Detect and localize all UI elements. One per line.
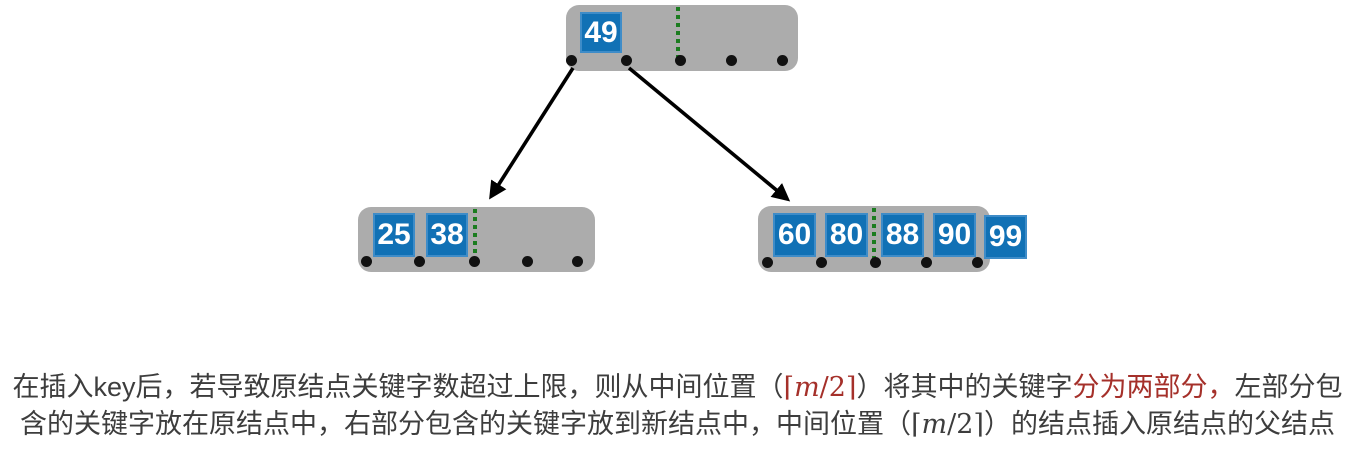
child-pointer-dot — [675, 55, 686, 66]
key-box: 49 — [580, 12, 622, 53]
child-pointer-dot — [414, 256, 425, 267]
key-box-overflow: 99 — [984, 215, 1027, 259]
btree-parent-node: 49 — [566, 5, 798, 71]
key-box: 25 — [373, 213, 415, 257]
arrow-to-right-child — [627, 66, 791, 202]
caption-segment: 在插入key后，若导致原结点关键字数超过上限，则从中间位置（ — [12, 372, 784, 402]
key-box: 88 — [881, 213, 924, 257]
caption-segment: ⌈ — [783, 372, 795, 403]
caption-segment: m — [921, 409, 948, 440]
child-pointer-dot — [921, 257, 932, 268]
split-divider-dotted-line — [872, 208, 876, 261]
arrow-to-left-child — [489, 67, 575, 200]
child-pointer-dot — [469, 256, 480, 267]
btree-left-child-node: 25 38 — [358, 207, 595, 272]
caption-segment: ）的结点插入原结点的父结点 — [983, 409, 1335, 439]
key-box: 80 — [825, 213, 868, 257]
caption-segment: ⌉ — [973, 409, 984, 440]
child-pointer-dot — [726, 55, 737, 66]
split-divider-dotted-line — [473, 209, 477, 261]
child-pointer-dot — [777, 55, 788, 66]
child-pointer-dot — [870, 257, 881, 268]
key-box: 60 — [773, 213, 816, 257]
btree-right-child-node: 60 80 88 90 99 — [758, 206, 1027, 272]
child-pointer-dot — [762, 257, 773, 268]
child-pointer-dot — [816, 257, 827, 268]
child-pointer-dot — [522, 256, 533, 267]
caption-segment: ⌉ — [845, 372, 857, 403]
child-pointer-dot — [621, 55, 632, 66]
caption-segment: ⌈ — [911, 409, 922, 440]
child-pointer-dot — [572, 256, 583, 267]
caption-segment: m — [794, 372, 820, 403]
caption-line-1: 在插入key后，若导致原结点关键字数超过上限，则从中间位置（⌈m/2⌉）将其中的… — [0, 369, 1355, 406]
caption-segment: ）将其中的关键字 — [856, 372, 1073, 402]
caption-segment: 左部分包 — [1234, 372, 1343, 402]
child-pointer-dot — [361, 256, 372, 267]
caption-segment: 含的关键字放在原结点中，右部分包含的关键字放到新结点中，中间位置（ — [20, 409, 911, 439]
caption-segment: 分为两部分， — [1072, 372, 1235, 402]
caption-segment: /2 — [947, 409, 974, 440]
caption: 在插入key后，若导致原结点关键字数超过上限，则从中间位置（⌈m/2⌉）将其中的… — [0, 369, 1355, 443]
key-box: 38 — [426, 213, 468, 257]
caption-line-2: 含的关键字放在原结点中，右部分包含的关键字放到新结点中，中间位置（⌈m/2⌉）的… — [0, 406, 1355, 443]
key-box: 90 — [933, 213, 976, 257]
child-pointer-dot — [566, 55, 577, 66]
caption-segment: /2 — [819, 372, 846, 403]
child-pointer-dot — [972, 257, 983, 268]
split-divider-dotted-line — [676, 7, 680, 58]
